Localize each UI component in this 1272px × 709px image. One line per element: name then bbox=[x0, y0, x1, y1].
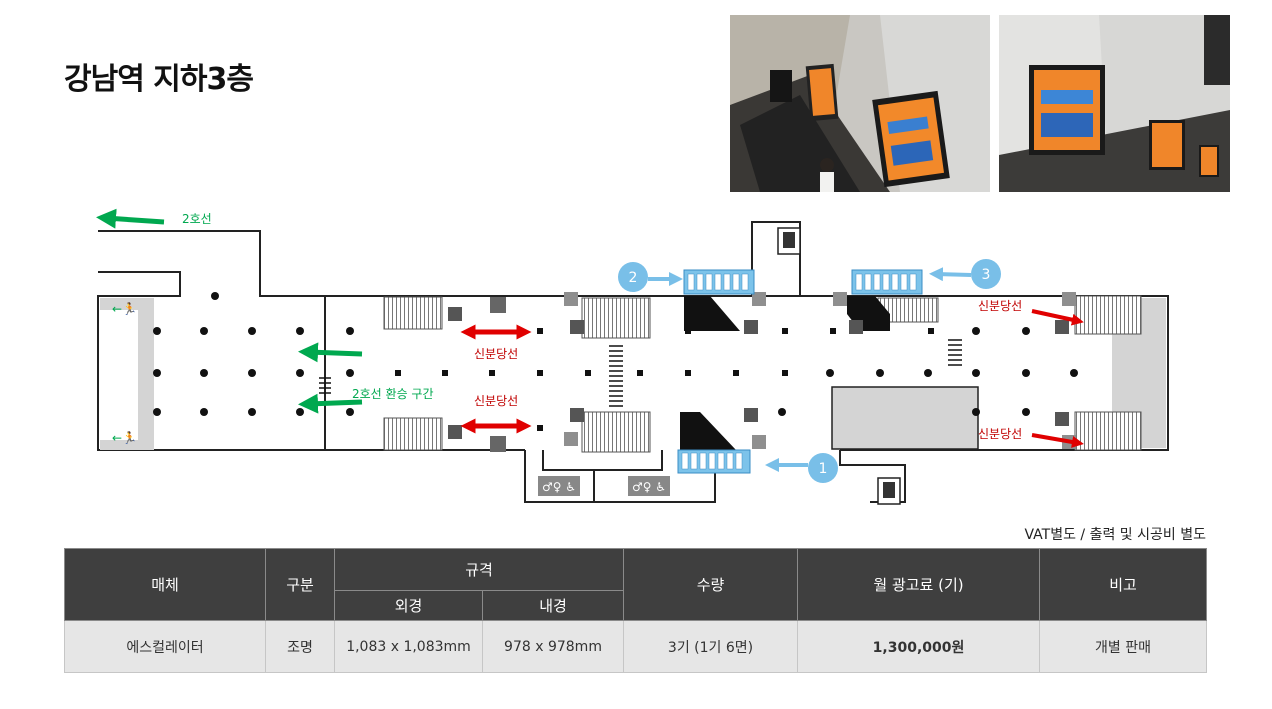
svg-text:2: 2 bbox=[629, 270, 638, 286]
spec-table: 매체 구분 규격 수량 월 광고료 (기) 비고 외경 내경 에스컬레이터 조명… bbox=[64, 548, 1208, 673]
header-spec: 규격 bbox=[333, 548, 625, 591]
photo-escalator-left bbox=[730, 15, 990, 192]
line2-label: 2호선 bbox=[182, 212, 212, 226]
shinbundang-label-1: 신분당선 bbox=[474, 347, 518, 361]
marker-2: 2 bbox=[618, 262, 683, 292]
transfer-label: 2호선 환승 구간 bbox=[352, 387, 434, 401]
ad-panel-3 bbox=[851, 269, 923, 295]
cell-outer: 1,083 x 1,083mm bbox=[334, 620, 483, 673]
cell-remark: 개별 판매 bbox=[1039, 620, 1208, 673]
shinbundang-label-2: 신분당선 bbox=[474, 394, 518, 408]
header-outer: 외경 bbox=[334, 590, 483, 621]
svg-text:←🏃: ←🏃 bbox=[112, 431, 137, 445]
shinbundang-label-4: 신분당선 bbox=[978, 427, 1022, 441]
price-note: VAT별도 / 출력 및 시공비 별도 bbox=[1024, 527, 1207, 543]
page-title: 강남역 지하3층 bbox=[64, 62, 254, 97]
svg-text:1: 1 bbox=[819, 461, 828, 477]
header-media: 매체 bbox=[64, 548, 266, 621]
svg-text:♂♀ ♿: ♂♀ ♿ bbox=[632, 480, 666, 494]
cell-price: 1,300,000원 bbox=[797, 620, 1041, 673]
header-price: 월 광고료 (기) bbox=[797, 548, 1041, 621]
marker-1: 1 bbox=[765, 453, 838, 483]
header-remark: 비고 bbox=[1039, 548, 1208, 621]
marker-3: 3 bbox=[929, 259, 1001, 289]
table-row: 에스컬레이터 조명 1,083 x 1,083mm 978 x 978mm 3기… bbox=[64, 620, 1208, 673]
cell-inner: 978 x 978mm bbox=[481, 620, 625, 673]
floor-map: ♂♀ ♿ ♂♀ ♿ ←🏃 ←🏃 2호선 2호선 환승 구간 신분당선 신분당선 … bbox=[96, 208, 1169, 505]
header-type: 구분 bbox=[265, 548, 335, 621]
header-inner: 내경 bbox=[481, 590, 625, 621]
cell-qty: 3기 (1기 6면) bbox=[623, 620, 799, 673]
cell-type: 조명 bbox=[265, 620, 335, 673]
ad-panel-1 bbox=[677, 449, 751, 474]
svg-text:←🏃: ←🏃 bbox=[112, 302, 137, 316]
svg-text:3: 3 bbox=[982, 267, 991, 283]
photo-escalator-right bbox=[999, 15, 1230, 192]
cell-media: 에스컬레이터 bbox=[64, 620, 266, 673]
ad-panel-2 bbox=[683, 269, 755, 295]
header-qty: 수량 bbox=[623, 548, 799, 621]
shinbundang-label-3: 신분당선 bbox=[978, 299, 1022, 313]
svg-text:♂♀ ♿: ♂♀ ♿ bbox=[542, 480, 576, 494]
